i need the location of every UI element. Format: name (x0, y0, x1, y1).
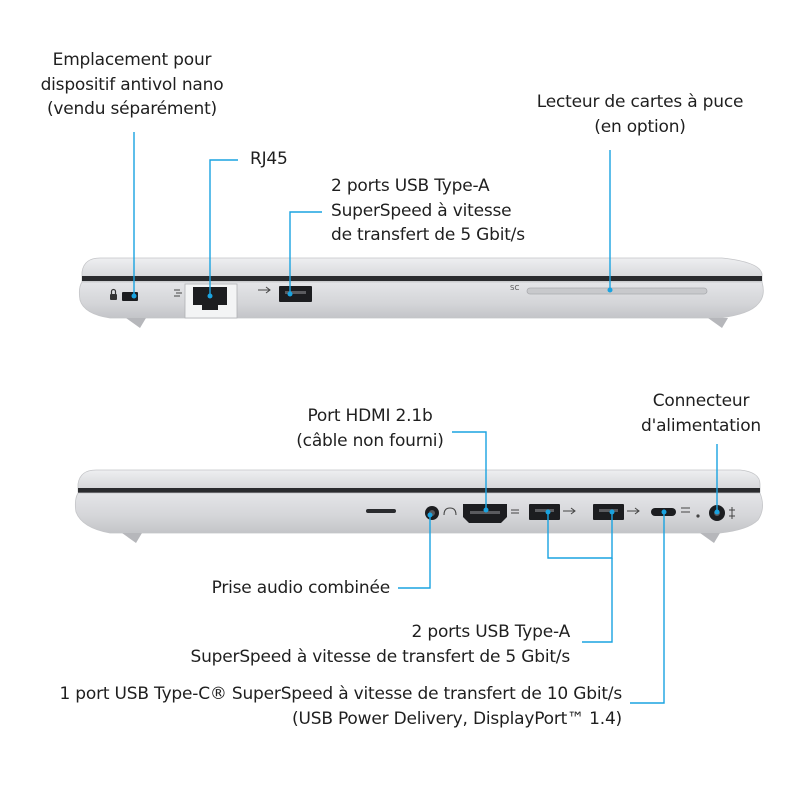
hdmi-icon (511, 509, 519, 514)
smartcard-callout: Lecteur de cartes à puce (en option) (510, 90, 770, 139)
usb-a-right-dot-1 (545, 509, 551, 515)
left-view-leader-lines (133, 132, 611, 296)
callout-line: Lecteur de cartes à puce (536, 92, 744, 112)
audio-dot (427, 512, 433, 518)
callout-line: Emplacement pour (52, 50, 212, 70)
callout-line: Port HDMI 2.1b (307, 406, 433, 426)
callout-line: (en option) (594, 116, 686, 137)
rj45-dot (207, 293, 213, 299)
hdmi-dot (483, 507, 489, 513)
usb-a-port-left (279, 286, 312, 302)
usb-a-right-dot-2 (609, 509, 615, 515)
power-callout: Connecteur d'alimentation (630, 389, 772, 438)
usb-c-superspeed-icon (681, 507, 690, 513)
usb-superspeed-icon-left (258, 286, 271, 294)
callout-line: 2 ports USB Type-A (331, 176, 490, 196)
smartcard-mark: SC (510, 284, 520, 292)
hdmi-leader (452, 431, 487, 510)
left-view-leader-dots (131, 287, 613, 299)
callout-line: (USB Power Delivery, DisplayPort™ 1.4) (292, 708, 622, 729)
usb-a-right-leader-stem (582, 558, 613, 643)
smartcard-dot (607, 287, 613, 293)
callout-line: (vendu séparément) (47, 99, 217, 119)
power-led (696, 514, 700, 518)
lock-icon (110, 288, 117, 300)
usb-a-right-callout: 2 ports USB Type-A SuperSpeed à vitesse … (150, 620, 571, 669)
audio-leader (398, 515, 431, 589)
power-dot (714, 509, 720, 515)
lock-slot-callout: Emplacement pour dispositif antivol nano… (32, 48, 232, 122)
callout-line: 1 port USB Type-C® SuperSpeed à vitesse … (59, 684, 622, 704)
lock-dot (131, 293, 137, 299)
rj45-leader (209, 159, 238, 296)
usb-c-dot (661, 509, 667, 515)
audio-jack (425, 506, 439, 520)
smartcard-slot (526, 287, 708, 295)
usb-superspeed-icon-right-1 (563, 507, 576, 515)
usb-a-left-dot (287, 291, 293, 297)
network-icon (174, 289, 182, 297)
usb-a-right-leader (547, 512, 613, 559)
callout-line: SuperSpeed à vitesse (331, 200, 512, 221)
callout-line: d'alimentation (641, 415, 761, 436)
callout-line: Prise audio combinée (211, 578, 391, 598)
usb-a-left-callout: 2 ports USB Type-A SuperSpeed à vitesse … (331, 174, 525, 248)
left-side-laptop (78, 257, 764, 328)
callout-line: (câble non fourni) (296, 430, 444, 451)
hdmi-port (463, 504, 507, 523)
callout-line: Connecteur (652, 391, 750, 411)
right-view-leader-lines (398, 431, 718, 704)
power-plug-icon (729, 507, 735, 519)
callout-line: RJ45 (250, 149, 288, 169)
usb-a-port-right-1 (529, 504, 560, 520)
usb-a-left-leader (289, 211, 322, 294)
callout-line: SuperSpeed à vitesse de transfert de 5 G… (190, 646, 571, 667)
usb-a-port-right-2 (593, 504, 624, 520)
rj45-port (184, 283, 238, 319)
vent-slot (366, 509, 396, 513)
right-view-leader-dots (427, 507, 720, 518)
headset-icon (443, 507, 457, 516)
usb-c-leader (630, 512, 665, 704)
callout-line: de transfert de 5 Gbit/s (331, 225, 525, 245)
rj45-callout: RJ45 (250, 147, 288, 172)
hdmi-callout: Port HDMI 2.1b (câble non fourni) (290, 404, 450, 453)
audio-callout: Prise audio combinée (150, 576, 391, 601)
right-side-laptop (74, 469, 763, 543)
usb-charging-icon (627, 507, 640, 515)
callout-line: 2 ports USB Type-A (411, 622, 571, 642)
callout-line: dispositif antivol nano (40, 74, 224, 95)
usb-c-callout: 1 port USB Type-C® SuperSpeed à vitesse … (10, 682, 622, 731)
